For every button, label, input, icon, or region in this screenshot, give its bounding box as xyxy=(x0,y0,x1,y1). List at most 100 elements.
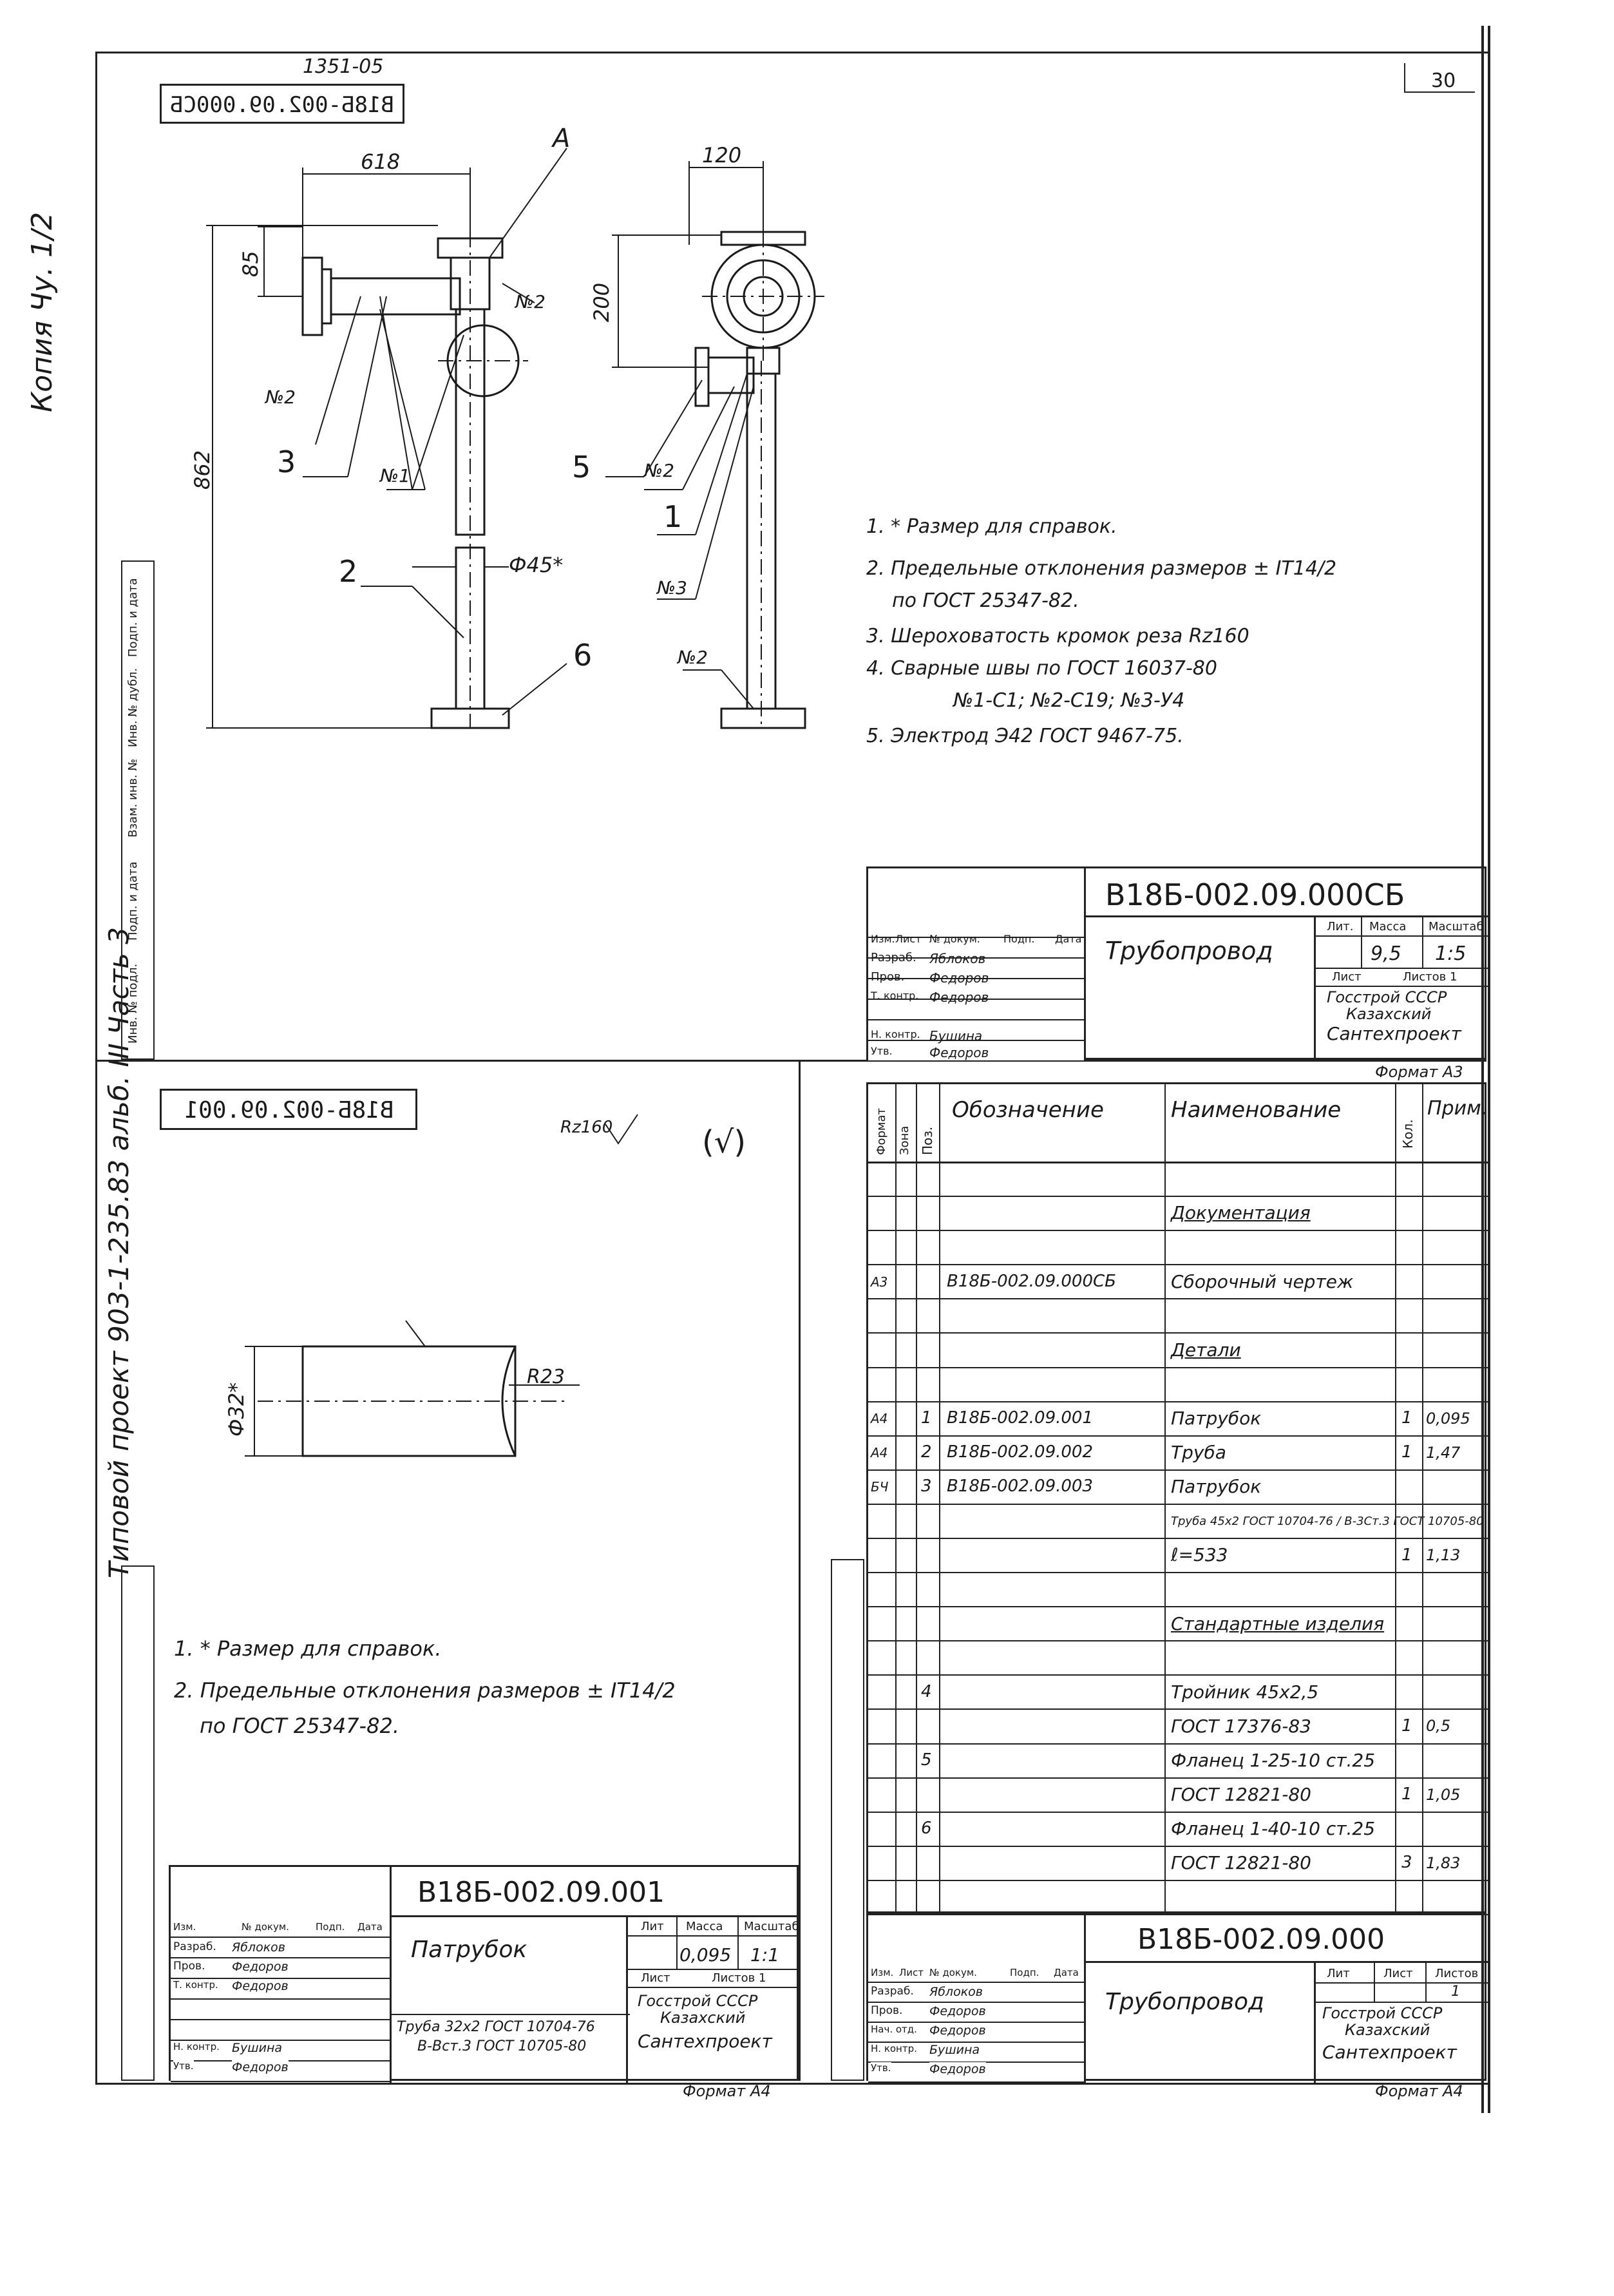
spec-cell-d: В18Б-002.09.000СБ xyxy=(947,1271,1116,1291)
top-tb-org1: Госстрой СССР xyxy=(1327,988,1447,1006)
left-tb-scale-header: Масштаб xyxy=(744,1920,799,1933)
top-title-block: В18Б-002.09.000СБ Трубопровод Лит. Масса… xyxy=(866,866,1488,1062)
left-tb-designation: В18Б-002.09.001 xyxy=(417,1876,665,1909)
spec-cell-n: ℓ=533 xyxy=(1171,1544,1228,1566)
spec-cell-m: 1,13 xyxy=(1426,1545,1461,1564)
top-tb-format: Формат А3 xyxy=(1375,1063,1463,1081)
spec-tb-role-1-name: Яблоков xyxy=(929,1985,983,1999)
spec-cell-f: БЧ xyxy=(871,1479,889,1495)
spec-row xyxy=(868,1881,1488,1915)
left-tb-org1: Госстрой СССР xyxy=(638,1992,758,2010)
spec-cell-f: А4 xyxy=(871,1445,888,1461)
top-tb-name: Трубопровод xyxy=(1105,937,1273,965)
top-tb-org-line xyxy=(1316,986,1488,987)
spec-cell-n: Труба xyxy=(1171,1442,1226,1464)
spec-cell-q: 1 xyxy=(1401,1408,1412,1428)
spec-tb-designation-cell: В18Б-002.09.000 xyxy=(1084,1915,1488,1963)
spec-cell-n: Фланец 1-40-10 ст.25 xyxy=(1171,1818,1376,1840)
spec-tb-role-3: Нач. отд. xyxy=(871,2023,917,2035)
top-tb-role-0-c2: Лист xyxy=(895,933,922,945)
spec-row xyxy=(868,1299,1488,1334)
spec-tb-role-5: Утв. xyxy=(871,2062,891,2074)
left-roughness-symbol: (√) xyxy=(702,1124,746,1160)
left-tb-role-0: Изм. xyxy=(173,1921,196,1933)
spec-cell-d: В18Б-002.09.003 xyxy=(947,1477,1094,1497)
spec-cell-n: Фланец 1-25-10 ст.25 xyxy=(1171,1749,1376,1771)
spec-cell-n: ГОСТ 12821-80 xyxy=(1171,1783,1311,1805)
weld-mark-5: №3 xyxy=(657,577,687,598)
spec-row: Стандартные изделия xyxy=(868,1607,1488,1642)
top-tb-name-cell: Трубопровод xyxy=(1084,917,1316,1062)
spec-row xyxy=(868,1573,1488,1608)
top-tb-role-5: Н. контр. xyxy=(871,1028,920,1040)
top-tb-roles-grid xyxy=(868,917,1084,1062)
left-tb-role-3-name: Федоров xyxy=(232,1979,289,1993)
callout-2: 2 xyxy=(339,554,358,589)
weld-mark-1: №2 xyxy=(515,291,546,312)
left-tb-role-1: Разраб. xyxy=(173,1940,216,1953)
spec-cell-f: А3 xyxy=(871,1274,888,1290)
spec-row: Документация xyxy=(868,1197,1488,1232)
top-note-2: 2. Предельные отклонения размеров ± IT14… xyxy=(866,557,1337,580)
top-tb-role-3: Т. контр. xyxy=(871,990,919,1002)
sheet-number-box xyxy=(1404,63,1475,93)
spec-tb-role-2: Пров. xyxy=(871,2004,903,2017)
spec-tb-sheet-header: Лист xyxy=(1383,1967,1413,1980)
left-tb-role-2: Пров. xyxy=(173,1960,205,1973)
weld-mark-4: №2 xyxy=(644,460,674,481)
spec-row xyxy=(868,1163,1488,1198)
spec-header-pos: Поз. xyxy=(920,1126,935,1155)
spec-tb-role-4: Н. контр. xyxy=(871,2043,917,2054)
top-tb-mass-header: Масса xyxy=(1369,920,1407,933)
view-label-a: А xyxy=(553,124,571,153)
top-tb-scale-header: Масштаб xyxy=(1429,920,1484,933)
top-tb-mass: 9,5 xyxy=(1371,942,1401,965)
callout-3: 3 xyxy=(277,445,296,479)
spec-cell-m: 0,095 xyxy=(1426,1409,1470,1428)
spec-tb-role-0: Изм. xyxy=(871,1967,894,1978)
left-roughness: Rz160 xyxy=(560,1118,613,1137)
left-tb-role-6: Утв. xyxy=(173,2060,194,2072)
top-tb-role-3-name: Федоров xyxy=(929,990,989,1005)
spec-tb-role-3-name: Федоров xyxy=(929,2023,986,2038)
spec-cell-q: 1 xyxy=(1401,1784,1412,1804)
left-tb-org2: Казахский xyxy=(660,2009,746,2027)
left-tb-name-cell: Патрубок Труба 32х2 ГОСТ 10704-76 В-Вст.… xyxy=(390,1917,630,2083)
top-code-stamp: В18Б-002.09.000СБ xyxy=(160,84,404,124)
dim-618: 618 xyxy=(361,149,401,174)
spec-tb-name-cell: Трубопровод xyxy=(1084,1963,1316,2083)
spec-cell-m: 1,83 xyxy=(1426,1853,1461,1872)
top-tb-role-6-name: Федоров xyxy=(929,1045,989,1060)
left-tb-name: Патрубок xyxy=(411,1937,527,1963)
spec-header-note: Прим. xyxy=(1427,1097,1488,1120)
left-tb-lit-header: Лит xyxy=(641,1920,664,1933)
spec-tb-sheets: 1 xyxy=(1451,1984,1460,2000)
spec-header-name: Наименование xyxy=(1171,1097,1342,1123)
spec-tb-role-4-name: Бушина xyxy=(929,2043,980,2057)
spec-tb-org3: Сантехпроект xyxy=(1322,2042,1457,2063)
callout-6: 6 xyxy=(573,638,593,673)
top-tb-role-0-c5: Дата xyxy=(1055,933,1082,945)
spec-tb-org2: Казахский xyxy=(1345,2021,1430,2039)
spec-cell-p: 2 xyxy=(921,1442,932,1462)
spec-cell-p: 4 xyxy=(921,1682,932,1701)
left-tb-format: Формат А4 xyxy=(683,2082,771,2100)
spec-tb-role-0-c5: Дата xyxy=(1054,1967,1079,1978)
sheet-divider-vertical xyxy=(799,1060,801,2081)
spec-tb-role-5-name: Федоров xyxy=(929,2062,986,2076)
left-tb-role-6-name: Федоров xyxy=(232,2060,289,2074)
top-note-4: 3. Шероховатость кромок реза Rz160 xyxy=(866,625,1249,647)
spec-cell-p: 6 xyxy=(921,1819,932,1839)
left-tb-role-0-c3: № докум. xyxy=(242,1921,289,1933)
spec-cell-n: Стандартные изделия xyxy=(1171,1612,1385,1634)
left-tb-role-3: Т. контр. xyxy=(173,1979,218,1991)
spec-cell-n: Патрубок xyxy=(1171,1407,1262,1429)
left-tb-role-0-c5: Дата xyxy=(357,1921,383,1933)
spec-tb-format: Формат А4 xyxy=(1375,2082,1463,2100)
left-tb-role-5-name: Бушина xyxy=(232,2041,283,2055)
top-note-6: №1-С1; №2-С19; №3-У4 xyxy=(953,689,1185,712)
top-note-7: 5. Электрод Э42 ГОСТ 9467-75. xyxy=(866,725,1184,747)
